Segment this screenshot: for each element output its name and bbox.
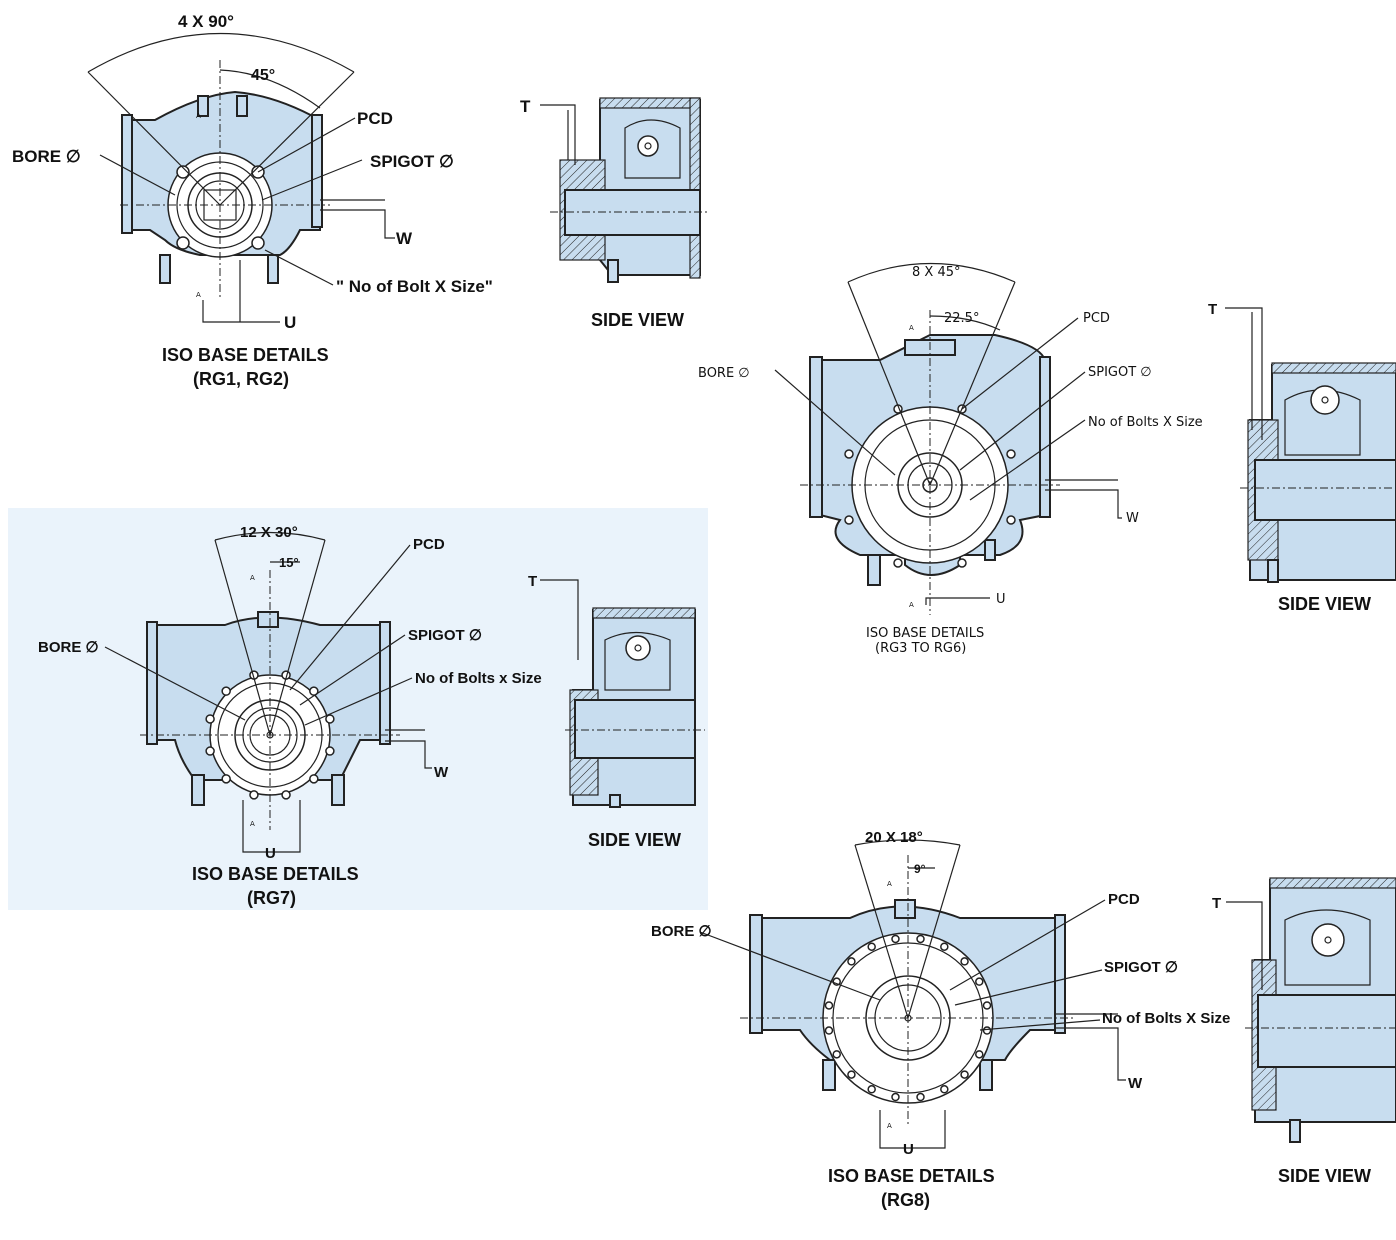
- rg7-side-t-label: T: [528, 573, 537, 590]
- rg7-side-view: [540, 579, 705, 808]
- rg7-section-a-top: A: [250, 574, 255, 582]
- bolt-hole: [940, 942, 949, 951]
- bolt-hole: [891, 1092, 900, 1102]
- rg12-side-t-label: T: [520, 97, 531, 116]
- bolt-hole: [982, 1001, 992, 1010]
- bolt-hole: [251, 236, 265, 250]
- rg8-w-label: W: [1128, 1075, 1143, 1092]
- rg7-section-a-bottom: A: [250, 820, 255, 828]
- bolt-hole: [940, 1085, 949, 1094]
- rg36-section-a-top: A: [909, 324, 914, 332]
- rg12-front-view: [87, 32, 395, 323]
- bolt-hole: [975, 977, 984, 986]
- rg12-w-label: W: [396, 229, 413, 248]
- rg7-subtitle: (RG7): [247, 888, 296, 908]
- rg8-pcd-label: PCD: [1108, 891, 1140, 908]
- bolt-hole: [847, 957, 856, 966]
- rg12-pcd-label: PCD: [357, 109, 393, 128]
- rg36-spigot-label: SPIGOT ∅: [1088, 365, 1152, 380]
- rg12-section-a-bottom: A: [196, 291, 201, 299]
- bolt-hole: [221, 774, 231, 784]
- rg7-side-title: SIDE VIEW: [588, 830, 681, 850]
- rg36-angle-half: 22.5°: [944, 311, 979, 326]
- rg36-section-a-bottom: A: [909, 601, 914, 609]
- bolt-hole: [824, 1026, 834, 1035]
- bolt-hole: [975, 1050, 984, 1059]
- bolt-hole: [891, 934, 900, 944]
- bolt-hole: [309, 774, 319, 784]
- rg8-front-view: [699, 839, 1126, 1149]
- rg8-side-t-label: T: [1212, 895, 1221, 912]
- rg12-title: ISO BASE DETAILS: [162, 345, 329, 365]
- rg8-section-a-top: A: [887, 880, 892, 888]
- bolt-hole: [176, 236, 190, 250]
- rg36-title: ISO BASE DETAILS: [866, 626, 984, 641]
- bolt-hole: [176, 165, 190, 179]
- rg7-spigot-label: SPIGOT ∅: [408, 627, 482, 644]
- bolt-hole: [824, 1001, 834, 1010]
- bolt-hole: [847, 1070, 856, 1079]
- rg8-angle-half: 9°: [914, 862, 926, 876]
- rg8-bolts-label: No of Bolts X Size: [1102, 1010, 1230, 1027]
- rg12-spigot-label: SPIGOT ∅: [370, 152, 454, 171]
- rg12-side-view: [540, 97, 710, 283]
- bolt-hole: [281, 790, 291, 800]
- rg7-w-label: W: [434, 764, 449, 781]
- rg12-subtitle: (RG1, RG2): [193, 369, 289, 389]
- rg36-side-t-label: T: [1208, 301, 1217, 318]
- rg8-bore-label: BORE ∅: [651, 923, 712, 940]
- bolt-hole: [221, 686, 231, 696]
- rg36-angle-total: 8 X 45°: [912, 265, 960, 280]
- bolt-hole: [325, 746, 335, 756]
- rg8-title: ISO BASE DETAILS: [828, 1166, 995, 1186]
- rg36-side-view: [1225, 307, 1396, 583]
- rg12-angle-total: 4 X 90°: [178, 12, 234, 31]
- rg8-spigot-label: SPIGOT ∅: [1104, 959, 1178, 976]
- rg7-title: ISO BASE DETAILS: [192, 864, 359, 884]
- bolt-hole: [960, 1070, 969, 1079]
- rg8-u-label: U: [903, 1141, 914, 1158]
- rg7-angle-half: 15°: [279, 555, 299, 570]
- rg8-subtitle: (RG8): [881, 1190, 930, 1210]
- rg8-side-title: SIDE VIEW: [1278, 1166, 1371, 1186]
- rg36-subtitle: (RG3 TO RG6): [875, 641, 966, 656]
- rg12-section-a-top: A: [196, 112, 201, 120]
- rg7-front-view: [104, 531, 432, 853]
- rg36-bolts-label: No of Bolts X Size: [1088, 415, 1203, 430]
- bolt-hole: [325, 714, 335, 724]
- rg12-u-label: U: [284, 313, 296, 332]
- bolt-hole: [867, 1085, 876, 1094]
- bolt-hole: [832, 1050, 841, 1059]
- rg7-angle-total: 12 X 30°: [240, 524, 298, 541]
- rg8-side-view: [1226, 877, 1396, 1143]
- rg36-side-title: SIDE VIEW: [1278, 594, 1371, 614]
- bolt-hole: [867, 942, 876, 951]
- bolt-hole: [916, 934, 925, 944]
- bolt-hole: [249, 790, 259, 800]
- rg7-u-label: U: [265, 845, 276, 862]
- rg12-angle-half: 45°: [251, 67, 275, 84]
- rg7-bolts-label: No of Bolts x Size: [415, 670, 542, 687]
- rg36-bore-label: BORE ∅: [698, 366, 750, 381]
- rg12-bore-label: BORE ∅: [12, 147, 81, 166]
- rg7-bore-label: BORE ∅: [38, 639, 99, 656]
- bolt-hole: [205, 746, 215, 756]
- rg8-angle-total: 20 X 18°: [865, 829, 923, 846]
- rg36-front-view: [774, 262, 1122, 615]
- bolt-hole: [916, 1092, 925, 1102]
- bolt-hole: [205, 714, 215, 724]
- rg8-section-a-bottom: A: [887, 1122, 892, 1130]
- rg12-side-title: SIDE VIEW: [591, 310, 684, 330]
- rg36-w-label: W: [1126, 511, 1139, 526]
- rg12-bolts-label: " No of Bolt X Size": [336, 277, 493, 296]
- bolt-hole: [960, 957, 969, 966]
- rg36-pcd-label: PCD: [1083, 311, 1110, 326]
- rg7-pcd-label: PCD: [413, 536, 445, 553]
- bolt-hole: [982, 1026, 992, 1035]
- rg36-u-label: U: [996, 592, 1006, 607]
